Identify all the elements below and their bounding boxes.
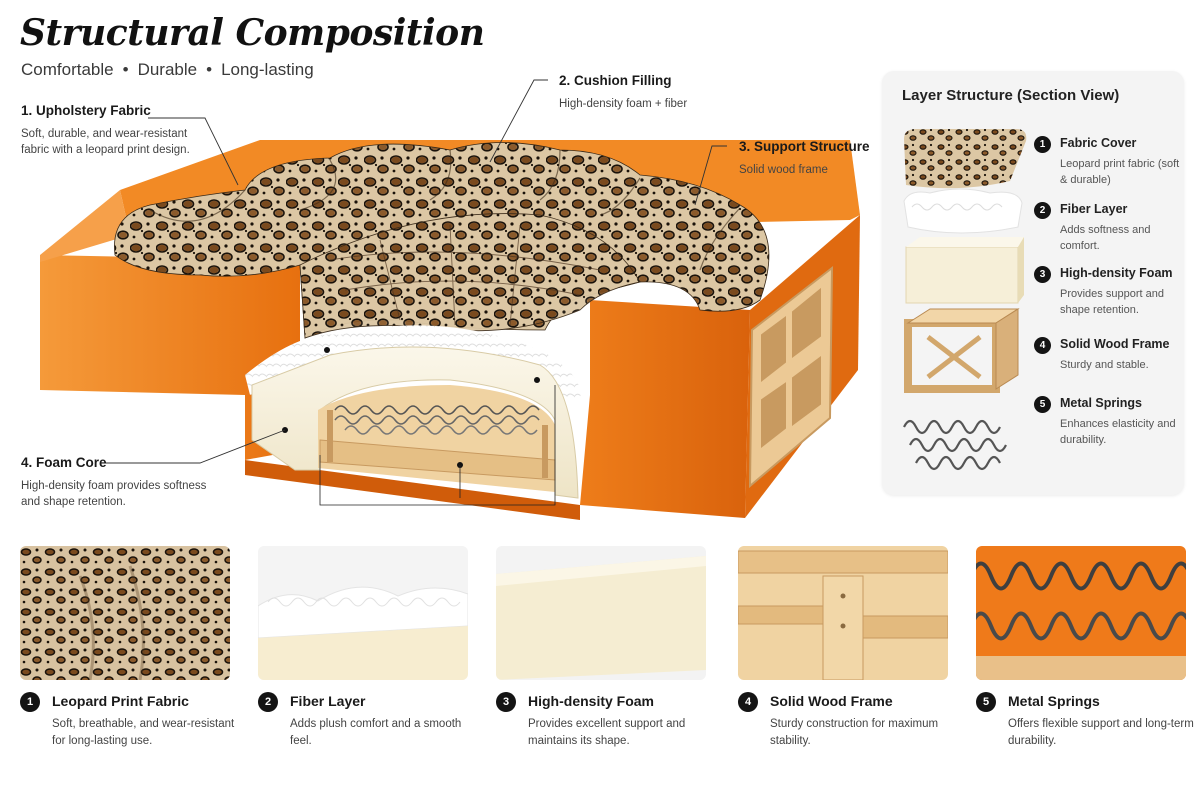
step-number: 2	[258, 692, 278, 712]
callout-support-structure: 3. Support Structure Solid wood frame	[739, 139, 929, 178]
layer-description: Enhances elasticity and durability.	[1060, 418, 1176, 446]
fiber-layer	[903, 188, 1023, 234]
callout-title: 4. Foam Core	[21, 455, 107, 470]
step-number: 1	[1034, 136, 1051, 153]
right-wood-lattice	[748, 265, 834, 489]
callout-title: 2. Cushion Filling	[559, 73, 672, 88]
step-number: 1	[20, 692, 40, 712]
fiber-layer-thumbnail	[258, 546, 468, 680]
card-title: Fiber Layer	[290, 693, 366, 709]
card-title: Leopard Print Fabric	[52, 693, 189, 709]
callout-description: Solid wood frame	[739, 164, 828, 176]
subtitle-durable: Durable	[137, 60, 198, 79]
layer-title: Solid Wood Frame	[1060, 337, 1170, 351]
card-title: High-density Foam	[528, 693, 655, 709]
leopard-fabric-thumbnail	[20, 546, 230, 680]
wood-frame-layer	[904, 308, 1020, 393]
subtitle-long-lasting: Long-lasting	[221, 60, 314, 79]
step-number: 3	[496, 692, 516, 712]
sofa-cutaway-illustration	[40, 79, 860, 520]
foam-thumbnail	[496, 546, 706, 680]
callout-description: High-density foam + fiber	[559, 98, 688, 110]
card-description: Sturdy construction for maximum stabilit…	[770, 718, 939, 747]
metal-springs-thumbnail	[976, 546, 1186, 680]
layer-structure-panel: Layer Structure (Section View)	[882, 71, 1184, 495]
layer-title: High-density Foam	[1060, 266, 1173, 280]
layer-description: Adds softness and comfort.	[1060, 224, 1151, 252]
fabric-cover-layer	[904, 129, 1027, 189]
callout-foam-core: 4. Foam Core High-density foam provides …	[21, 455, 211, 510]
callout-title: 1. Upholstery Fabric	[21, 103, 151, 118]
card-description: Offers flexible support and long-term du…	[1008, 718, 1194, 747]
callout-leader-lines	[105, 79, 727, 464]
step-number: 3	[1034, 266, 1051, 283]
page-subtitle: Comfortable • Durable • Long-lasting	[21, 60, 314, 80]
bullet-separator: •	[122, 60, 129, 79]
callout-upholstery-fabric: 1. Upholstery Fabric Soft, durable, and …	[21, 103, 211, 158]
left-block	[40, 255, 300, 460]
page-title: Structural Composition	[20, 12, 485, 54]
card-description: Soft, breathable, and wear-resistant for…	[52, 718, 235, 747]
layer-title: Fabric Cover	[1060, 136, 1137, 150]
callout-description: High-density foam provides softness and …	[21, 480, 207, 508]
card-title: Solid Wood Frame	[770, 693, 893, 709]
step-number: 5	[976, 692, 996, 712]
layer-title: Metal Springs	[1060, 396, 1142, 410]
leopard-upholstery	[114, 142, 770, 339]
step-number: 4	[738, 692, 758, 712]
metal-springs-layer	[903, 419, 1007, 471]
card-description: Provides excellent support and maintains…	[528, 718, 686, 747]
step-number: 4	[1034, 337, 1051, 354]
bullet-separator: •	[206, 60, 213, 79]
layer-description: Provides support and shape retention.	[1060, 288, 1164, 316]
card-description: Adds plush comfort and a smooth feel.	[290, 718, 462, 747]
callout-description: Soft, durable, and wear-resistant fabric…	[21, 128, 190, 156]
step-number: 2	[1034, 202, 1051, 219]
panel-title: Layer Structure (Section View)	[902, 87, 1120, 104]
card-title: Metal Springs	[1008, 693, 1100, 709]
callout-title: 3. Support Structure	[739, 139, 870, 154]
step-number: 5	[1034, 396, 1051, 413]
layer-description: Sturdy and stable.	[1060, 359, 1149, 371]
wood-frame-thumbnail	[738, 546, 948, 680]
foam-layer	[905, 246, 1019, 304]
layer-description: Leopard print fabric (soft & durable)	[1060, 158, 1180, 186]
exploded-layer-stack	[903, 129, 1027, 471]
layer-title: Fiber Layer	[1060, 202, 1128, 216]
cutaway-section	[245, 325, 581, 506]
callout-cushion-filling: 2. Cushion Filling High-density foam + f…	[559, 73, 749, 112]
right-block	[580, 300, 750, 518]
subtitle-comfortable: Comfortable	[21, 60, 114, 79]
